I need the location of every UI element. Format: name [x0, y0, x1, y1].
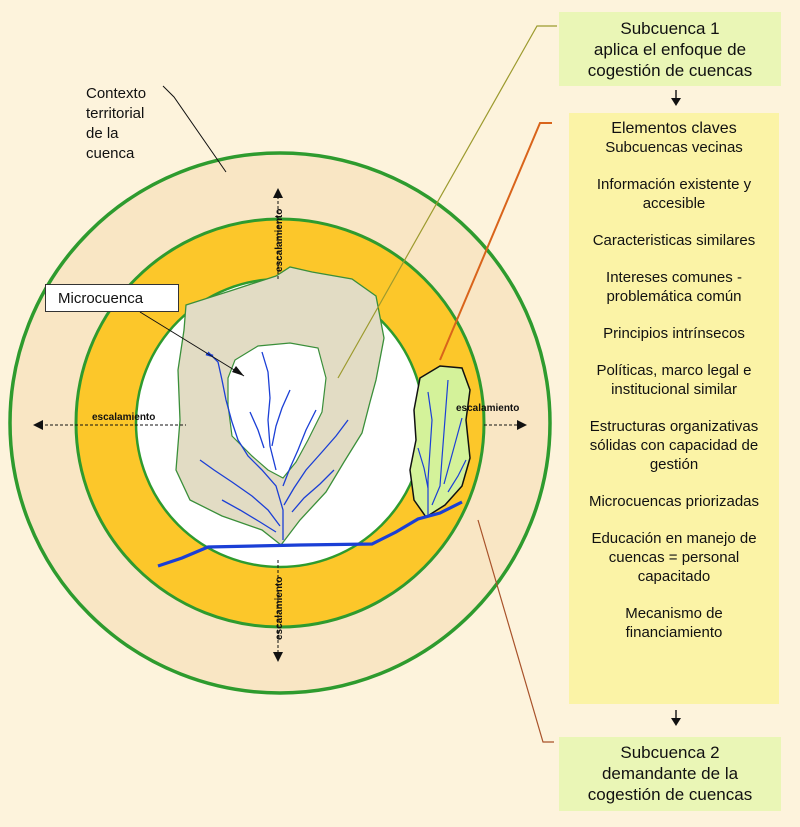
elementos-item: Caracteristicas similares — [592, 232, 756, 249]
elementos-item: Microcuencas priorizadas — [588, 493, 760, 510]
elementos-item: Subcuencas vecinas — [605, 139, 743, 156]
subcuenca2-title: Subcuenca 2 — [620, 743, 720, 762]
river-network-subcuenca2 — [417, 379, 467, 515]
subcuenca2-box: Subcuenca 2 demandante de la cogestión d… — [559, 737, 781, 811]
elementos-item: Políticas, marco legal e institucional s… — [596, 362, 752, 398]
subcuenca2-line: demandante de la — [601, 764, 739, 783]
contexto-territorial-label: Contexto territorial de la cuenca — [86, 84, 146, 164]
elementos-heading: Elementos claves — [611, 120, 737, 137]
arrow-right-icon — [517, 420, 527, 430]
arrowheads — [33, 188, 527, 662]
microcuenca-arrowhead-icon — [232, 366, 244, 376]
escalamiento-label-bottom: escalamiento — [274, 577, 285, 640]
elementos-item: Mecanismo de financiamiento — [625, 605, 723, 641]
subcuenca1-box: Subcuenca 1 aplica el enfoque de cogesti… — [559, 12, 781, 86]
arrow-down-icon — [273, 652, 283, 662]
arrow-left-icon — [33, 420, 43, 430]
contexto-line: de la — [86, 125, 119, 142]
elementos-claves-box: Elementos claves Subcuencas vecinas Info… — [569, 113, 779, 704]
flow-arrow-down-icon-2 — [671, 718, 681, 726]
elementos-item: Educación en manejo de cuencas = persona… — [591, 530, 757, 585]
contexto-line: territorial — [86, 105, 145, 122]
microcuenca-shape — [227, 342, 327, 479]
elementos-item: Estructuras organizativas sólidas con ca… — [589, 418, 759, 473]
contexto-leader-line — [162, 85, 227, 173]
flow-arrow-down-icon — [671, 98, 681, 106]
elementos-leader-line — [439, 122, 552, 361]
subcuenca1-line: cogestión de cuencas — [587, 61, 753, 80]
elementos-item: Principios intrínsecos — [603, 325, 745, 342]
escalamiento-label-top: escalamiento — [274, 209, 285, 272]
main-river — [157, 500, 463, 568]
arrow-up-icon — [273, 188, 283, 198]
subcuenca2-shape — [409, 365, 471, 519]
subcuenca1-leader-line — [337, 25, 557, 379]
escalamiento-label-right: escalamiento — [456, 403, 519, 414]
escalamiento-label-left: escalamiento — [92, 412, 155, 423]
subcuenca1-line: aplica el enfoque de — [593, 40, 747, 59]
contexto-line: cuenca — [86, 145, 135, 162]
river-network-subcuenca1 — [199, 351, 349, 540]
subcuenca1-title: Subcuenca 1 — [620, 19, 720, 38]
escalamiento-arrows — [40, 196, 520, 655]
microcuenca-leader-line — [139, 311, 245, 377]
subcuenca2-line: cogestión de cuencas — [587, 785, 753, 804]
elementos-item: Información existente y accesible — [596, 176, 752, 212]
elementos-item: Intereses comunes - problemática común — [606, 269, 742, 305]
contexto-line: Contexto — [86, 85, 147, 102]
subcuenca2-leader-line — [477, 519, 554, 743]
microcuenca-label-box: Microcuenca — [45, 284, 179, 312]
